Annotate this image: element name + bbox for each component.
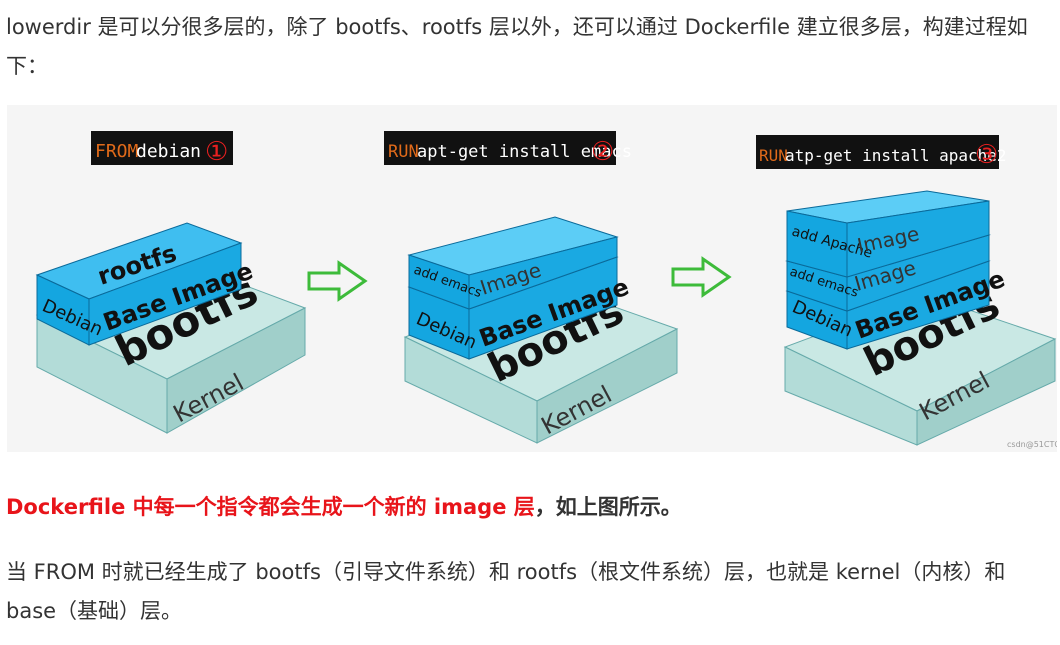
kernel-side (536, 328, 678, 444)
step-1-number: ① (205, 137, 228, 167)
docker-layers-figure: FROM debian ① Kernel bootfs Debian Base … (7, 105, 1057, 452)
step-2-keyword: RUN (388, 142, 419, 162)
step-1-keyword: FROM (95, 141, 139, 162)
step-2-text: apt-get install emacs (417, 142, 632, 162)
step-3-number: ③ (975, 140, 998, 170)
arrow-2 (671, 256, 732, 298)
lead-dark-text: ，如上图所示。 (534, 495, 682, 519)
base-image-side (88, 242, 242, 346)
intro-paragraph: lowerdir 是可以分很多层的，除了 bootfs、rootfs 层以外，还… (6, 15, 1028, 78)
lead-red-text: Dockerfile 中每一个指令都会生成一个新的 image 层 (6, 495, 535, 519)
emacs-layer-side (468, 236, 618, 310)
stage-2: RUN apt-get install emacs ② Kernel bootf… (384, 131, 679, 444)
step-1-label: FROM debian ① (91, 131, 233, 167)
lead-statement: Dockerfile 中每一个指令都会生成一个新的 image 层，如上图所示。 (6, 491, 682, 523)
step-3-keyword: RUN (759, 146, 788, 165)
kernel-side (916, 338, 1056, 446)
step-3-text: atp-get install apache2 (785, 146, 1007, 165)
arrow-1 (307, 260, 368, 302)
step-2-label: RUN apt-get install emacs ② (384, 131, 632, 167)
kernel-side (166, 307, 306, 434)
watermark: csdn@51CTO博客 (1007, 439, 1057, 449)
apache-layer-side (846, 200, 990, 278)
step-2-number: ② (591, 137, 614, 167)
stage-3: RUN atp-get install apache2 ③ Kernel boo… (756, 135, 1057, 446)
docker-layers-diagram: FROM debian ① Kernel bootfs Debian Base … (35, 131, 1057, 449)
body-paragraph: 当 FROM 时就已经生成了 bootfs（引导文件系统）和 rootfs（根文… (6, 560, 1006, 623)
stage-1: FROM debian ① Kernel bootfs Debian Base … (35, 131, 307, 434)
step-3-label: RUN atp-get install apache2 ③ (756, 135, 1007, 170)
step-1-text: debian (136, 141, 201, 162)
